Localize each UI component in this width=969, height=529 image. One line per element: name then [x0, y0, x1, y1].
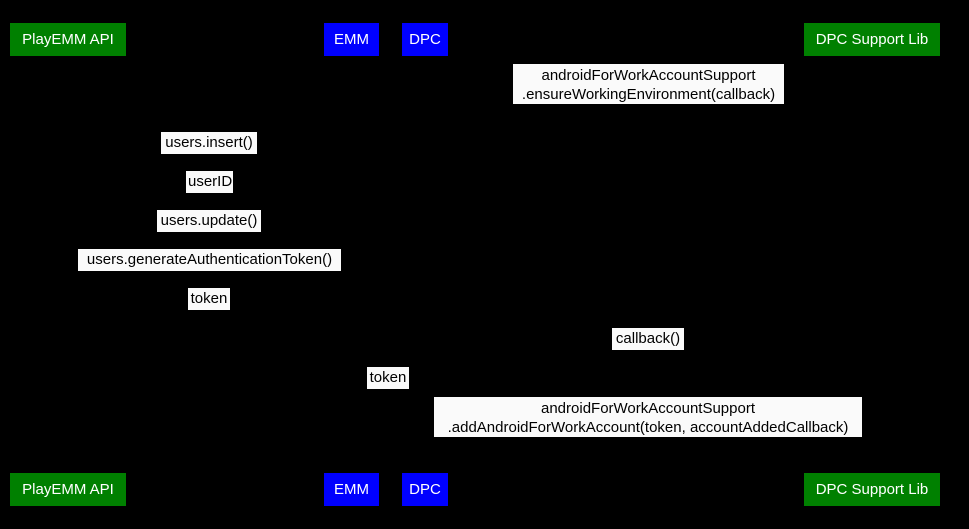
participant-label: PlayEMM API	[22, 481, 114, 498]
message-label-callback: callback()	[612, 328, 684, 350]
participant-label: DPC Support Lib	[815, 481, 929, 498]
participant-label: DPC Support Lib	[815, 31, 929, 48]
message-label-users-insert: users.insert()	[161, 132, 257, 154]
participant-label: EMM	[334, 31, 369, 48]
message-label-androidforworkaccountsupport: androidForWorkAccountSupport .addAndroid…	[434, 397, 862, 437]
participant-dpc-bottom[interactable]: DPC	[402, 473, 448, 506]
message-label-androidforworkaccountsupport: androidForWorkAccountSupport .ensureWork…	[513, 64, 784, 104]
message-label-users-generateauthenticationtoken: users.generateAuthenticationToken()	[78, 249, 341, 271]
participant-playemm-api-top[interactable]: PlayEMM API	[10, 23, 126, 56]
message-label-users-update: users.update()	[157, 210, 261, 232]
participant-dpc-support-lib-top[interactable]: DPC Support Lib	[804, 23, 940, 56]
participant-label: DPC	[409, 31, 441, 48]
participant-dpc-top[interactable]: DPC	[402, 23, 448, 56]
participant-emm-bottom[interactable]: EMM	[324, 473, 379, 506]
message-label-token: token	[188, 288, 230, 310]
participant-emm-top[interactable]: EMM	[324, 23, 379, 56]
participant-label: DPC	[409, 481, 441, 498]
participant-playemm-api-bottom[interactable]: PlayEMM API	[10, 473, 126, 506]
message-label-userid: userID	[186, 171, 233, 193]
participant-label: EMM	[334, 481, 369, 498]
participant-label: PlayEMM API	[22, 31, 114, 48]
message-label-token: token	[367, 367, 409, 389]
participant-dpc-support-lib-bottom[interactable]: DPC Support Lib	[804, 473, 940, 506]
